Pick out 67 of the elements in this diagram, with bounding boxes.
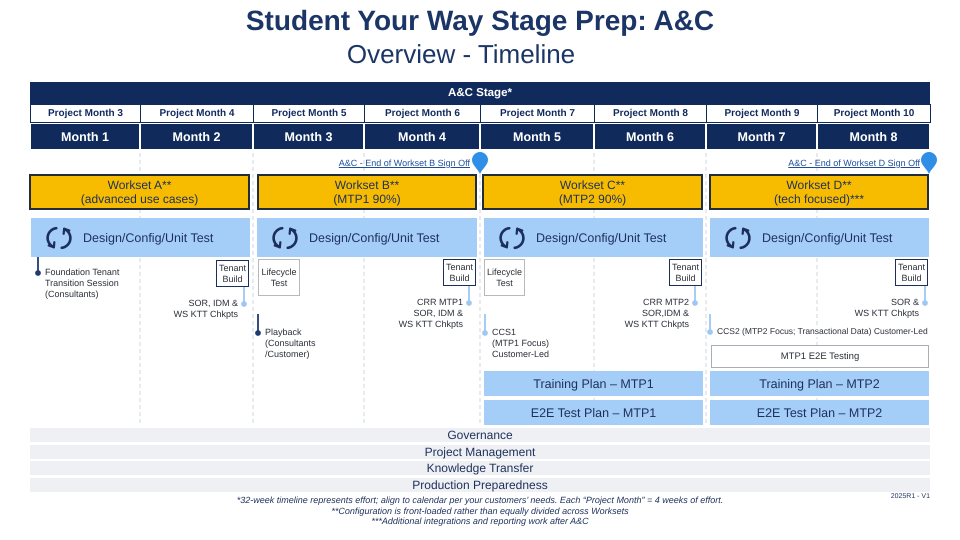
leader-line: [255, 314, 261, 336]
workstream-bar: Governance: [30, 428, 930, 442]
month-header: Month 8: [818, 124, 929, 149]
workset-subtitle: (MTP1 90%): [333, 192, 401, 206]
stage-header-bar: A&C Stage*: [30, 82, 930, 104]
project-month-header: Project Month 7: [480, 104, 595, 123]
workset-title: Workset A**: [108, 178, 172, 192]
subtitle: Overview - Timeline: [346, 39, 576, 70]
footnote: ***Additional integrations and reporting work after A&C: [371, 516, 589, 526]
task-bar: [710, 218, 929, 257]
footnote: **Configuration is front-loaded rather than equally divided across Worksets: [331, 506, 629, 516]
plan-bar: Training Plan – MTP2: [710, 371, 929, 396]
task-bar: [484, 218, 703, 257]
workset-subtitle: (advanced use cases): [80, 192, 198, 206]
leader-line: [692, 286, 698, 306]
workset-bar: [709, 174, 929, 210]
project-month-header: Project Month 9: [706, 104, 818, 123]
workset-title: Workset B**: [334, 178, 400, 192]
workstream-bar: Production Preparedness: [30, 478, 930, 492]
workstream-bar: Knowledge Transfer: [30, 461, 930, 475]
lifecycle-test-tag: Lifecycle Test: [258, 259, 300, 296]
workset-title: Workset C**: [560, 178, 626, 192]
month-header: Month 7: [707, 124, 816, 149]
task-label: Design/Config/Unit Test: [309, 230, 440, 244]
task-bar: [31, 218, 250, 257]
task-label: Design/Config/Unit Test: [83, 230, 214, 244]
plan-bar: E2E Test Plan – MTP2: [710, 400, 929, 425]
lifecycle-test-tag: Lifecycle Test: [484, 259, 525, 296]
workset-bar: [29, 174, 250, 210]
tenant-build-tag: Tenant Build: [443, 259, 476, 286]
plan-bar: E2E Test Plan – MTP1: [484, 400, 703, 425]
milestone-link: A&C - End of Workset D Sign Off: [788, 158, 920, 168]
workset-subtitle: (MTP2 90%): [558, 192, 626, 206]
leader-line: [241, 287, 247, 307]
project-month-header: Project Month 4: [140, 104, 254, 123]
month-header: Month 1: [31, 124, 139, 149]
task-bar: [257, 218, 477, 257]
testing-bar: MTP1 E2E Testing: [711, 345, 929, 368]
workset-bar: [482, 174, 703, 210]
month-header: Month 2: [141, 124, 252, 149]
project-month-header: Project Month 8: [594, 104, 707, 123]
tenant-build-tag: Tenant Build: [669, 259, 702, 286]
workset-subtitle: (tech focused)***: [774, 192, 864, 206]
workset-title: Workset D**: [786, 178, 852, 192]
leader-line: [707, 314, 713, 335]
footnote: *32-week timeline represents effort; align to calendar per your customers’ needs. Each “Project Month” = 4 weeks of effort.: [236, 495, 724, 505]
leader-line: [35, 257, 41, 276]
milestone-link: A&C - End of Workset B Sign Off: [338, 158, 470, 168]
month-header: Month 3: [254, 124, 363, 149]
workset-bar: [257, 174, 477, 210]
task-label: Design/Config/Unit Test: [536, 230, 666, 244]
month-header: Month 6: [595, 124, 705, 149]
project-month-header: Project Month 10: [817, 104, 931, 123]
tenant-build-tag: Tenant Build: [895, 259, 928, 286]
task-label: Design/Config/Unit Test: [762, 230, 892, 244]
title: Student Your Way Stage Prep: A&C: [246, 5, 714, 37]
leader-line: [466, 286, 472, 306]
project-month-header: Project Month 5: [253, 104, 365, 123]
month-header: Month 4: [365, 124, 479, 149]
project-month-header: Project Month 3: [30, 104, 141, 123]
project-month-header: Project Month 6: [364, 104, 481, 123]
month-header: Month 5: [481, 124, 593, 149]
workstream-bar: Project Management: [30, 445, 930, 459]
leader-line: [922, 286, 928, 306]
leader-line: [482, 314, 488, 336]
plan-bar: Training Plan – MTP1: [484, 371, 703, 396]
tenant-build-tag: Tenant Build: [216, 260, 249, 287]
